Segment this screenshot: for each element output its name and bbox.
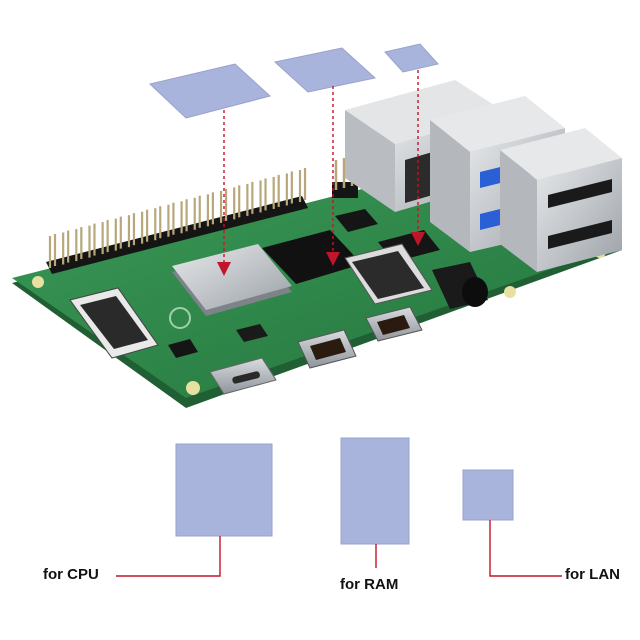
usb-c-port: [209, 357, 277, 395]
lan-pad-swatch: [462, 469, 514, 521]
thermal-pad-lan-floating: [384, 43, 439, 73]
thermal-pad-cpu-floating: [148, 63, 272, 119]
ram-label: for RAM: [340, 576, 399, 593]
cpu-pad-swatch: [175, 443, 273, 537]
arrowheads: [217, 232, 425, 276]
hdmi-port-1: [297, 329, 357, 369]
board-logo: [169, 307, 191, 329]
ram-pad-swatch: [340, 437, 410, 545]
ram-chip: [262, 230, 362, 284]
cpu-label: for CPU: [43, 566, 99, 583]
audio-jack: [432, 262, 488, 309]
leader-lines: [116, 520, 562, 577]
small-chips: [168, 209, 378, 358]
camera-connector: [344, 243, 433, 305]
hdmi-port-2: [365, 306, 423, 342]
display-connector: [69, 287, 159, 359]
thermal-pad-ram-floating: [273, 47, 377, 93]
usb2-port-stack: [500, 128, 622, 272]
cpu-chip: [172, 244, 292, 316]
placement-arrows: [223, 70, 419, 264]
gpio-header: [46, 168, 308, 274]
lan-label: for LAN: [565, 566, 620, 583]
